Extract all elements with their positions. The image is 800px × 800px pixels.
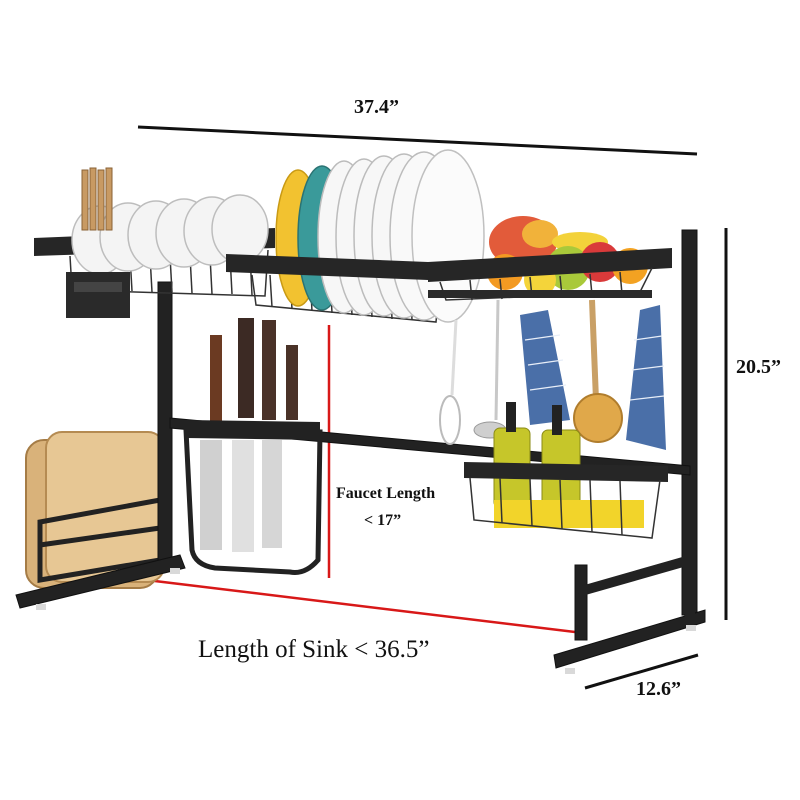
width-dimension-line: [137, 125, 698, 156]
fruit-basket: [428, 216, 672, 301]
height-label: 20.5”: [736, 356, 781, 378]
width-label: 37.4”: [354, 96, 399, 118]
faucet-length-value: < 17”: [364, 512, 402, 529]
small-basket-with-bottles: [464, 402, 668, 539]
knife-block: [183, 318, 323, 575]
sink-length-label: Length of Sink < 36.5”: [198, 636, 430, 663]
hanging-utensils: [439, 299, 666, 450]
depth-dimension-line: [584, 653, 699, 690]
chopstick-holder: [66, 167, 130, 318]
right-foot-frame: [576, 553, 695, 622]
sink-length-red-line: [129, 576, 576, 634]
knives: [200, 318, 298, 552]
faucet-length-label: Faucet Length: [336, 485, 436, 502]
depth-label: 12.6”: [636, 678, 681, 700]
plate-rack: [226, 149, 485, 323]
rack-feet: [36, 568, 696, 674]
